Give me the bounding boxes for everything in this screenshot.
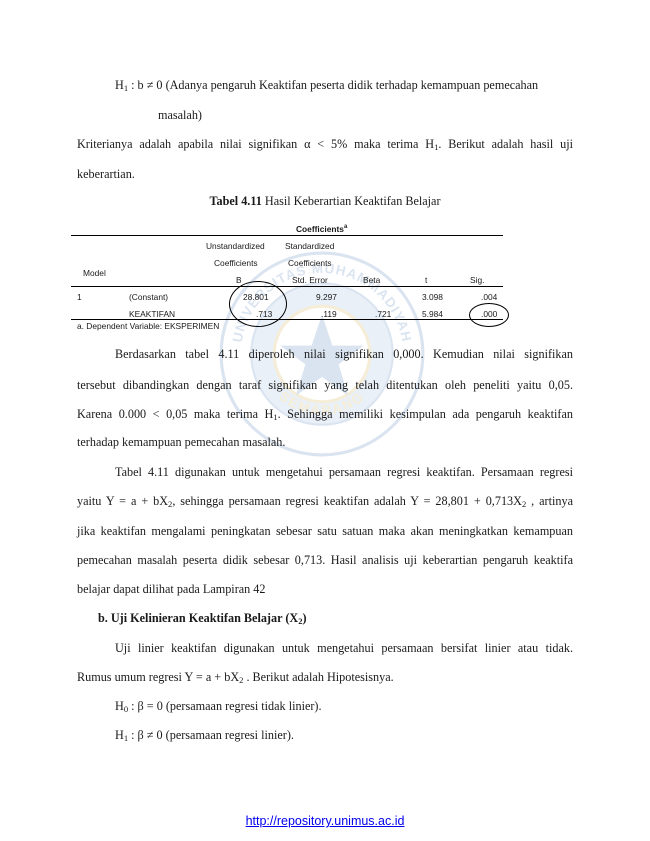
- criteria-line-2: keberartian.: [77, 167, 135, 181]
- highlight-circle-b-column: [229, 281, 287, 327]
- para2-line-3: jika keaktifan mengalami peningkatan seb…: [77, 524, 573, 538]
- para3-tail: . Berikut adalah Hipotesisnya.: [243, 670, 394, 684]
- footer: http://repository.unimus.ac.id: [0, 812, 650, 830]
- cell-sig: .004: [481, 292, 498, 302]
- cell-std-error: 9.297: [316, 292, 337, 302]
- cell-t: 3.098: [422, 292, 443, 302]
- para2-line-1: Tabel 4.11 digunakan untuk mengetahui pe…: [115, 465, 573, 479]
- hypothesis-symbol: H: [115, 728, 124, 742]
- para2-subscript-2: 2: [521, 499, 527, 509]
- section-b-heading: b. Uji Kelinieran Keaktifan Belajar (X2): [98, 611, 307, 626]
- hypothesis-symbol: H: [115, 699, 124, 713]
- university-seal-watermark: UNIVERSITAS MUHAMMADIYAH SEMARANG: [219, 251, 425, 457]
- para1-subscript: 1: [273, 412, 278, 422]
- table-caption-number: Tabel 4.11: [209, 194, 262, 208]
- para2-text-mid: , sehingga persamaan regresi keaktifan a…: [172, 494, 522, 508]
- table-title: Coefficientsa: [296, 224, 347, 233]
- para3-line-1: Uji linier keaktifan digunakan untuk men…: [115, 641, 573, 655]
- para3-text: Rumus umum regresi Y = a + bX: [77, 670, 240, 684]
- section-heading-subscript: 2: [298, 616, 303, 626]
- section-heading-tail: ): [302, 611, 307, 625]
- hypothesis-subscript: 0: [123, 704, 129, 714]
- para1-line-3: Karena 0.000 < 0,05 maka terima H1. Sehi…: [77, 407, 573, 422]
- cell-variable: (Constant): [129, 292, 169, 302]
- header-t: t: [425, 275, 428, 285]
- para3-subscript: 2: [239, 675, 244, 685]
- header-sig: Sig.: [470, 275, 485, 285]
- hypothesis-text: : β = 0 (persamaan regresi tidak linier)…: [128, 699, 322, 713]
- hypothesis-text: : b ≠ 0 (Adanya pengaruh Keaktifan peser…: [131, 78, 539, 92]
- cell-beta: .721: [375, 309, 392, 319]
- para2-line-2: yaitu Y = a + bX2, sehingga persamaan re…: [77, 494, 573, 509]
- para2-tail: , artinya: [526, 494, 573, 508]
- table-caption: Tabel 4.11 Hasil Keberartian Keaktifan B…: [0, 195, 650, 207]
- hypothesis-symbol: H: [115, 78, 124, 92]
- header-unstandardized-2: Coefficients: [214, 258, 258, 268]
- hypothesis-h1-line: H1 : b ≠ 0 (Adanya pengaruh Keaktifan pe…: [115, 78, 539, 93]
- cell-t: 5.984: [422, 309, 443, 319]
- criteria-text: Kriterianya adalah apabila nilai signifi…: [77, 137, 435, 151]
- cell-model: 1: [77, 292, 82, 302]
- table-caption-title: Hasil Keberartian Keaktifan Belajar: [261, 194, 441, 208]
- para1-line-4: terhadap kemampuan pemecahan masalah.: [77, 435, 286, 449]
- cell-std-error: .119: [321, 309, 337, 319]
- header-model: Model: [83, 268, 106, 278]
- hypothesis-subscript: 1: [123, 83, 129, 93]
- para1-tail: . Sehingga memiliki kesimpulan ada penga…: [277, 407, 573, 421]
- header-unstandardized-1: Unstandardized: [206, 241, 265, 251]
- table-title-text: Coefficients: [296, 223, 344, 234]
- highlight-circle-sig-value: [469, 303, 509, 327]
- para1-text: Karena 0.000 < 0,05 maka terima H: [77, 407, 274, 421]
- header-standardized-2: Coefficients: [288, 258, 332, 268]
- criteria-subscript: 1: [434, 142, 439, 152]
- para3-line-2: Rumus umum regresi Y = a + bX2 . Berikut…: [77, 670, 394, 685]
- para1-line-1: Berdasarkan tabel 4.11 diperoleh nilai s…: [115, 347, 573, 361]
- para1-line-2: tersebut dibandingkan dengan taraf signi…: [77, 378, 573, 392]
- cell-variable: KEAKTIFAN: [129, 309, 176, 319]
- table-bottom-rule: [71, 319, 503, 320]
- header-b: B: [236, 275, 242, 285]
- criteria-line-1: Kriterianya adalah apabila nilai signifi…: [77, 137, 573, 152]
- header-standardized-1: Standardized: [285, 241, 335, 251]
- hypothesis-subscript: 1: [123, 733, 129, 743]
- repository-link[interactable]: http://repository.unimus.ac.id: [245, 814, 405, 828]
- section-heading-text: b. Uji Kelinieran Keaktifan Belajar (X: [98, 611, 299, 625]
- table-header-rule: [71, 286, 503, 287]
- header-std-error: Std. Error: [292, 275, 328, 285]
- para2-line-5: belajar dapat dilihat pada Lampiran 42: [77, 582, 266, 596]
- para2-text: yaitu Y = a + bX: [77, 494, 169, 508]
- hypothesis-text: : β ≠ 0 (persamaan regresi linier).: [128, 728, 294, 742]
- hypothesis-h1: H1 : β ≠ 0 (persamaan regresi linier).: [115, 728, 294, 743]
- para2-line-4: pemecahan masalah peserta didik sebesar …: [77, 553, 573, 567]
- header-beta: Beta: [363, 275, 381, 285]
- table-top-rule: [71, 235, 503, 236]
- hypothesis-h1-continuation: masalah): [158, 108, 202, 122]
- table-title-superscript: a: [343, 224, 348, 230]
- table-footnote: a. Dependent Variable: EKSPERIMEN: [77, 321, 220, 331]
- para2-subscript: 2: [168, 499, 173, 509]
- hypothesis-h0: H0 : β = 0 (persamaan regresi tidak lini…: [115, 699, 322, 714]
- criteria-tail: . Berikut adalah hasil uji: [438, 137, 573, 151]
